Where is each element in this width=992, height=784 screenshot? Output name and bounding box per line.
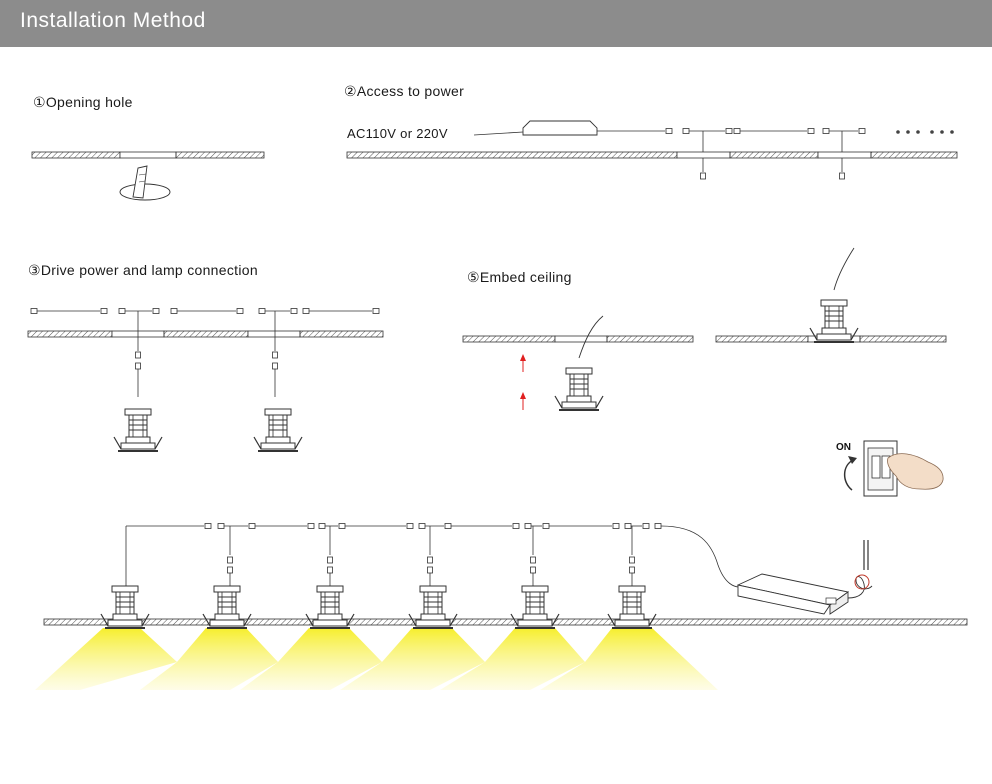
step-access-power-label: ②Access to power — [344, 83, 465, 99]
downlight-1 — [113, 408, 163, 452]
switch-on-label: ON — [836, 442, 851, 453]
light-beam — [540, 628, 718, 690]
downlight — [607, 585, 657, 629]
drive-connection-illustration — [27, 308, 384, 452]
led-driver — [736, 540, 873, 615]
downlight — [100, 585, 150, 629]
downlight — [305, 585, 355, 629]
wall-switch-illustration — [843, 440, 944, 497]
light-beam — [240, 628, 382, 690]
header-bar: Installation Method — [0, 0, 992, 47]
downlight-2 — [253, 408, 303, 452]
step-embed-ceiling-label: ⑤Embed ceiling — [467, 269, 572, 285]
embed-ceiling-illustration — [462, 247, 947, 411]
page-title: Installation Method — [20, 9, 206, 32]
opening-hole-illustration — [31, 151, 265, 201]
full-installation-illustration — [35, 523, 968, 690]
downlight — [510, 585, 560, 629]
downlight — [202, 585, 252, 629]
step-opening-hole-label: ①Opening hole — [33, 94, 133, 110]
light-beam — [35, 628, 177, 690]
step-drive-connection-label: ③Drive power and lamp connection — [28, 262, 258, 278]
light-beam — [340, 628, 485, 690]
power-voltage-label: AC110V or 220V — [347, 126, 448, 141]
downlight — [408, 585, 458, 629]
access-power-illustration — [346, 120, 958, 180]
light-beam — [140, 628, 278, 690]
light-beam — [440, 628, 585, 690]
